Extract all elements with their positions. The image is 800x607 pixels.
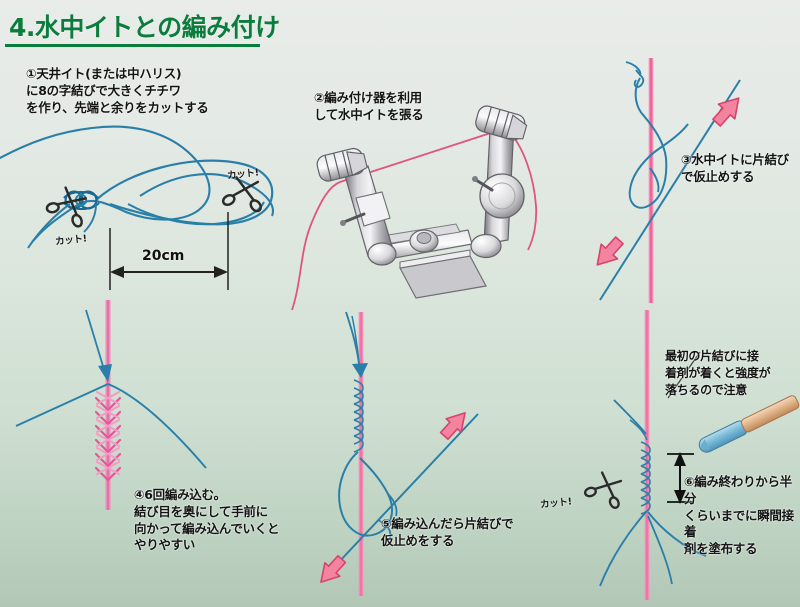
arrow-up-icon-3	[712, 97, 740, 127]
figure-eight-knot	[63, 190, 100, 210]
scissors-icon-1	[45, 186, 87, 228]
title-underline	[5, 44, 260, 47]
panel-1-figure-eight-loop	[0, 125, 274, 249]
step-3-caption: ③水中イトに片結び で仮止めする	[681, 152, 789, 184]
step-1-caption: ①天井イト(または中ハリス) に8の字結びで大きくチチワ を作り、先端と余りをカ…	[26, 66, 209, 115]
arrow-up-icon-5	[439, 412, 466, 441]
cut-label-1: カット!	[54, 233, 88, 248]
arrow-down-icon-3	[596, 236, 624, 266]
braiding-tool-icon	[291, 105, 538, 311]
page-title: 4.水中イトとの編み付け	[9, 13, 280, 42]
step-4-caption: ④6回編み込む。 結び目を奥にして手前に 向かって編み込んでいくと やりやすい	[134, 487, 280, 553]
panel-5-braid-and-hitch	[320, 311, 479, 596]
step-2-caption: ②編み付け器を利用 して水中イトを張る	[314, 90, 424, 122]
glue-applicator-icon	[698, 395, 800, 453]
arrow-down-icon-5	[320, 554, 347, 583]
cut-label-2: カット!	[226, 167, 260, 182]
panel-4-braiding	[15, 300, 207, 510]
dimension-label: 20cm	[142, 248, 185, 264]
warning-note: 最初の片結びに接 着剤が着くと強度が 落ちるので注意	[665, 349, 771, 397]
scissors-icon-3	[583, 471, 623, 509]
step-5-caption: ⑤編み込んだら片結びで 仮止めをする	[381, 516, 514, 548]
cut-label-3: カット!	[539, 496, 573, 511]
step-6-caption: ⑥編み終わりから半分 くらいまでに瞬間接着 剤を塗布する	[684, 474, 794, 556]
